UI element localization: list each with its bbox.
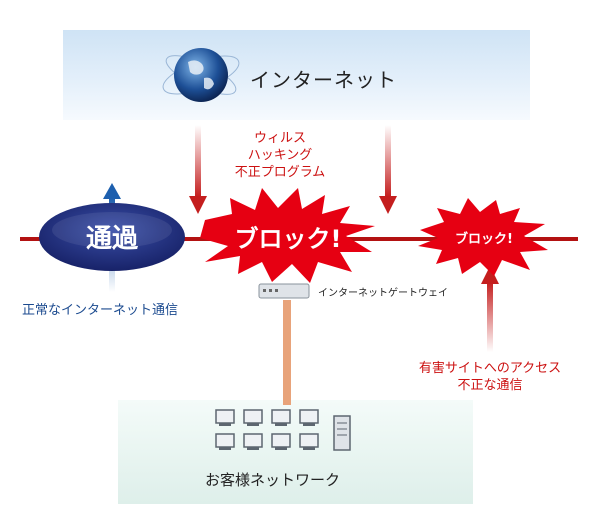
outbound-threat-arrow (481, 266, 499, 352)
threat-item: 有害サイトへのアクセス (418, 361, 562, 376)
threat-arrow-left (189, 125, 207, 214)
pass-label: 通過 (86, 224, 139, 254)
gateway-label: インターネットゲートウェイ (318, 288, 448, 299)
normal-traffic-label: 正常なインターネット通信 (22, 303, 179, 318)
threat-item: ハッキング (247, 148, 313, 163)
threat-arrow-right (379, 125, 397, 214)
network-label: お客様ネットワーク (205, 471, 341, 489)
threat-item: ウィルス (253, 131, 306, 146)
pass-badge (39, 203, 185, 271)
outbound-threat-list: 有害サイトへのアクセス 不正な通信 (395, 360, 585, 394)
gateway-device-icon (258, 283, 310, 299)
computer-icon (299, 409, 319, 426)
computer-icon (271, 433, 291, 450)
threat-item: 不正プログラム (234, 165, 326, 180)
computer-icon (215, 409, 235, 426)
internet-panel (63, 30, 530, 120)
server-icon (333, 415, 351, 451)
block-burst-2 (418, 198, 548, 276)
customer-network-panel (118, 400, 473, 504)
block-label-1: ブロック! (235, 225, 342, 253)
block-burst-1 (200, 188, 375, 283)
computer-icon (215, 433, 235, 450)
globe-icon (162, 48, 240, 102)
computer-icon (299, 433, 319, 450)
computer-icon (271, 409, 291, 426)
threat-item: 不正な通信 (457, 378, 523, 393)
network-cable (283, 300, 291, 405)
internet-label: インターネット (250, 68, 397, 92)
computer-icon (243, 409, 263, 426)
inbound-threat-list: ウィルス ハッキング 不正プログラム (210, 130, 350, 181)
computer-icon (243, 433, 263, 450)
block-label-2: ブロック! (455, 231, 513, 247)
computer-grid (215, 409, 319, 450)
